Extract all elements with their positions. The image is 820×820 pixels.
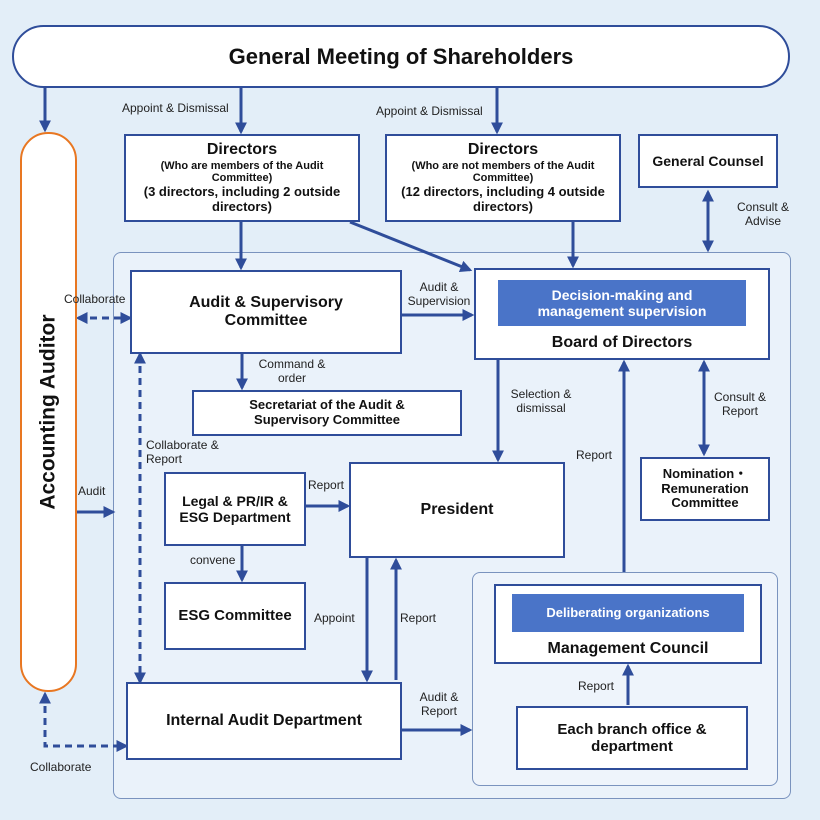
label-appoint-dismissal-2: Appoint & Dismissal	[376, 104, 483, 118]
label-audit-report: Audit & Report	[419, 690, 459, 719]
nomination-box: Nomination・Remuneration Committee	[640, 457, 770, 521]
directors-ac-box: Directors (Who are members of the Audit …	[124, 134, 360, 222]
label-report-legal: Report	[308, 478, 345, 492]
accounting-auditor-label: Accounting Auditor	[36, 314, 60, 510]
label-report-branch: Report	[578, 679, 615, 693]
president-box: President	[349, 462, 565, 558]
label-consult-advise: Consult & Advise	[736, 200, 790, 229]
directors-ac-note: (Who are members of the Audit Committee)	[160, 159, 324, 185]
shareholders-box: General Meeting of Shareholders	[12, 25, 790, 88]
president-label: President	[420, 500, 494, 518]
label-selection-dismissal: Selection & dismissal	[510, 387, 572, 416]
esg-committee-label: ESG Committee	[178, 607, 292, 625]
accounting-auditor-box: Accounting Auditor	[20, 132, 77, 692]
label-convene: convene	[190, 553, 236, 567]
label-audit-supervision: Audit & Supervision	[407, 280, 471, 309]
arrow-collaborate-auditor-internal	[39, 691, 129, 752]
internal-audit-label: Internal Audit Department	[166, 711, 362, 729]
esg-committee-box: ESG Committee	[164, 582, 306, 650]
directors-non-ac-detail: (12 directors, including 4 outside direc…	[401, 183, 605, 214]
management-council-header: Deliberating organizations	[512, 594, 744, 632]
audit-committee-label: Audit & Supervisory Committee	[189, 293, 343, 329]
label-report-board: Report	[576, 448, 613, 462]
label-appoint: Appoint	[314, 611, 355, 625]
management-council-title: Management Council	[547, 640, 709, 657]
legal-label: Legal & PR/IR & ESG Department	[179, 492, 291, 525]
internal-audit-box: Internal Audit Department	[126, 682, 402, 760]
general-counsel-box: General Counsel	[638, 134, 778, 188]
general-counsel-label: General Counsel	[652, 152, 764, 169]
nomination-label: Nomination・Remuneration Committee	[661, 465, 749, 511]
board-title: Board of Directors	[551, 334, 693, 351]
label-report-president: Report	[400, 611, 437, 625]
shareholders-label: General Meeting of Shareholders	[228, 43, 574, 69]
label-collaborate-bottom: Collaborate	[30, 760, 92, 774]
audit-committee-box: Audit & Supervisory Committee	[130, 270, 402, 354]
branch-office-box: Each branch office & department	[516, 706, 748, 770]
label-collaborate-report: Collaborate & Report	[146, 438, 219, 467]
board-header: Decision-making and management supervisi…	[498, 280, 746, 326]
branch-office-label: Each branch office & department	[557, 720, 707, 755]
label-audit-left: Audit	[78, 484, 106, 498]
arrow-directors-ac-to-board	[349, 220, 473, 273]
directors-ac-detail: (3 directors, including 2 outside direct…	[143, 183, 341, 214]
directors-ac-title: Directors	[206, 141, 278, 159]
label-consult-report: Consult & Report	[713, 390, 767, 419]
directors-non-ac-title: Directors	[467, 141, 539, 159]
legal-box: Legal & PR/IR & ESG Department	[164, 472, 306, 546]
secretariat-box: Secretariat of the Audit & Supervisory C…	[192, 390, 462, 436]
board-box: Decision-making and management supervisi…	[474, 268, 770, 360]
label-command-order: Command & order	[258, 357, 326, 386]
secretariat-label: Secretariat of the Audit & Supervisory C…	[249, 397, 405, 427]
label-collaborate-top: Collaborate	[64, 292, 126, 306]
directors-non-ac-box: Directors (Who are not members of the Au…	[385, 134, 621, 222]
directors-non-ac-note: (Who are not members of the Audit Commit…	[411, 159, 595, 185]
management-council-box: Deliberating organizations Management Co…	[494, 584, 762, 664]
label-appoint-dismissal-1: Appoint & Dismissal	[122, 101, 229, 115]
